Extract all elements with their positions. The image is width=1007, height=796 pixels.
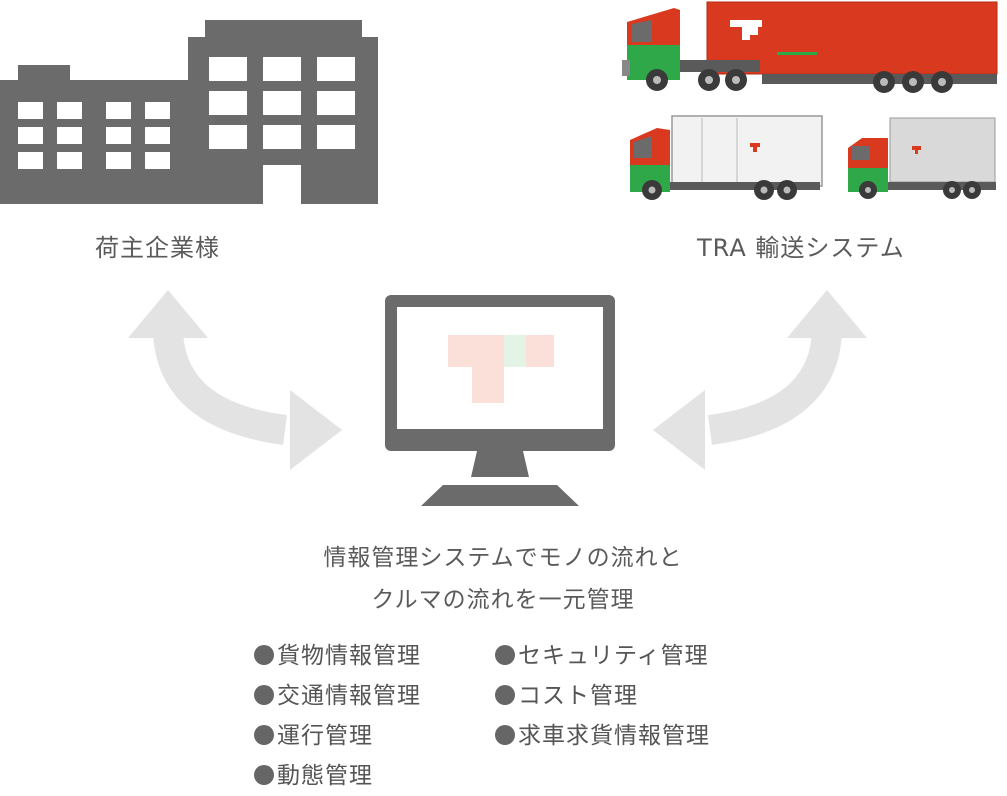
list-item: 交通情報管理: [254, 676, 421, 716]
bullet-icon: [254, 685, 274, 705]
list-item: コスト管理: [495, 676, 710, 716]
feature-list-left: 貨物情報管理 交通情報管理 運行管理 動態管理: [254, 636, 421, 796]
bullet-icon: [254, 725, 274, 745]
monitor-icon: [385, 295, 615, 506]
system-description-line2: クルマの流れを一元管理: [371, 587, 635, 613]
double-arrow-right-icon: [653, 290, 867, 470]
bullet-icon: [495, 645, 515, 665]
bullet-icon: [254, 765, 274, 785]
list-item: 動態管理: [254, 756, 421, 796]
feature-list-right: セキュリティ管理 コスト管理 求車求貨情報管理: [495, 636, 710, 756]
bullet-icon: [495, 725, 515, 745]
trucks-icon: [622, 1, 998, 200]
list-item: 運行管理: [254, 716, 421, 756]
double-arrow-left-icon: [128, 290, 342, 470]
transport-label: TRA 輸送システム: [697, 234, 905, 262]
list-item: 求車求貨情報管理: [495, 716, 710, 756]
building-icon: [0, 20, 378, 204]
shipper-label: 荷主企業様: [95, 234, 220, 262]
bullet-icon: [254, 645, 274, 665]
bullet-icon: [495, 685, 515, 705]
list-item: セキュリティ管理: [495, 636, 710, 676]
system-description-line1: 情報管理システムでモノの流れと: [323, 545, 683, 571]
list-item: 貨物情報管理: [254, 636, 421, 676]
